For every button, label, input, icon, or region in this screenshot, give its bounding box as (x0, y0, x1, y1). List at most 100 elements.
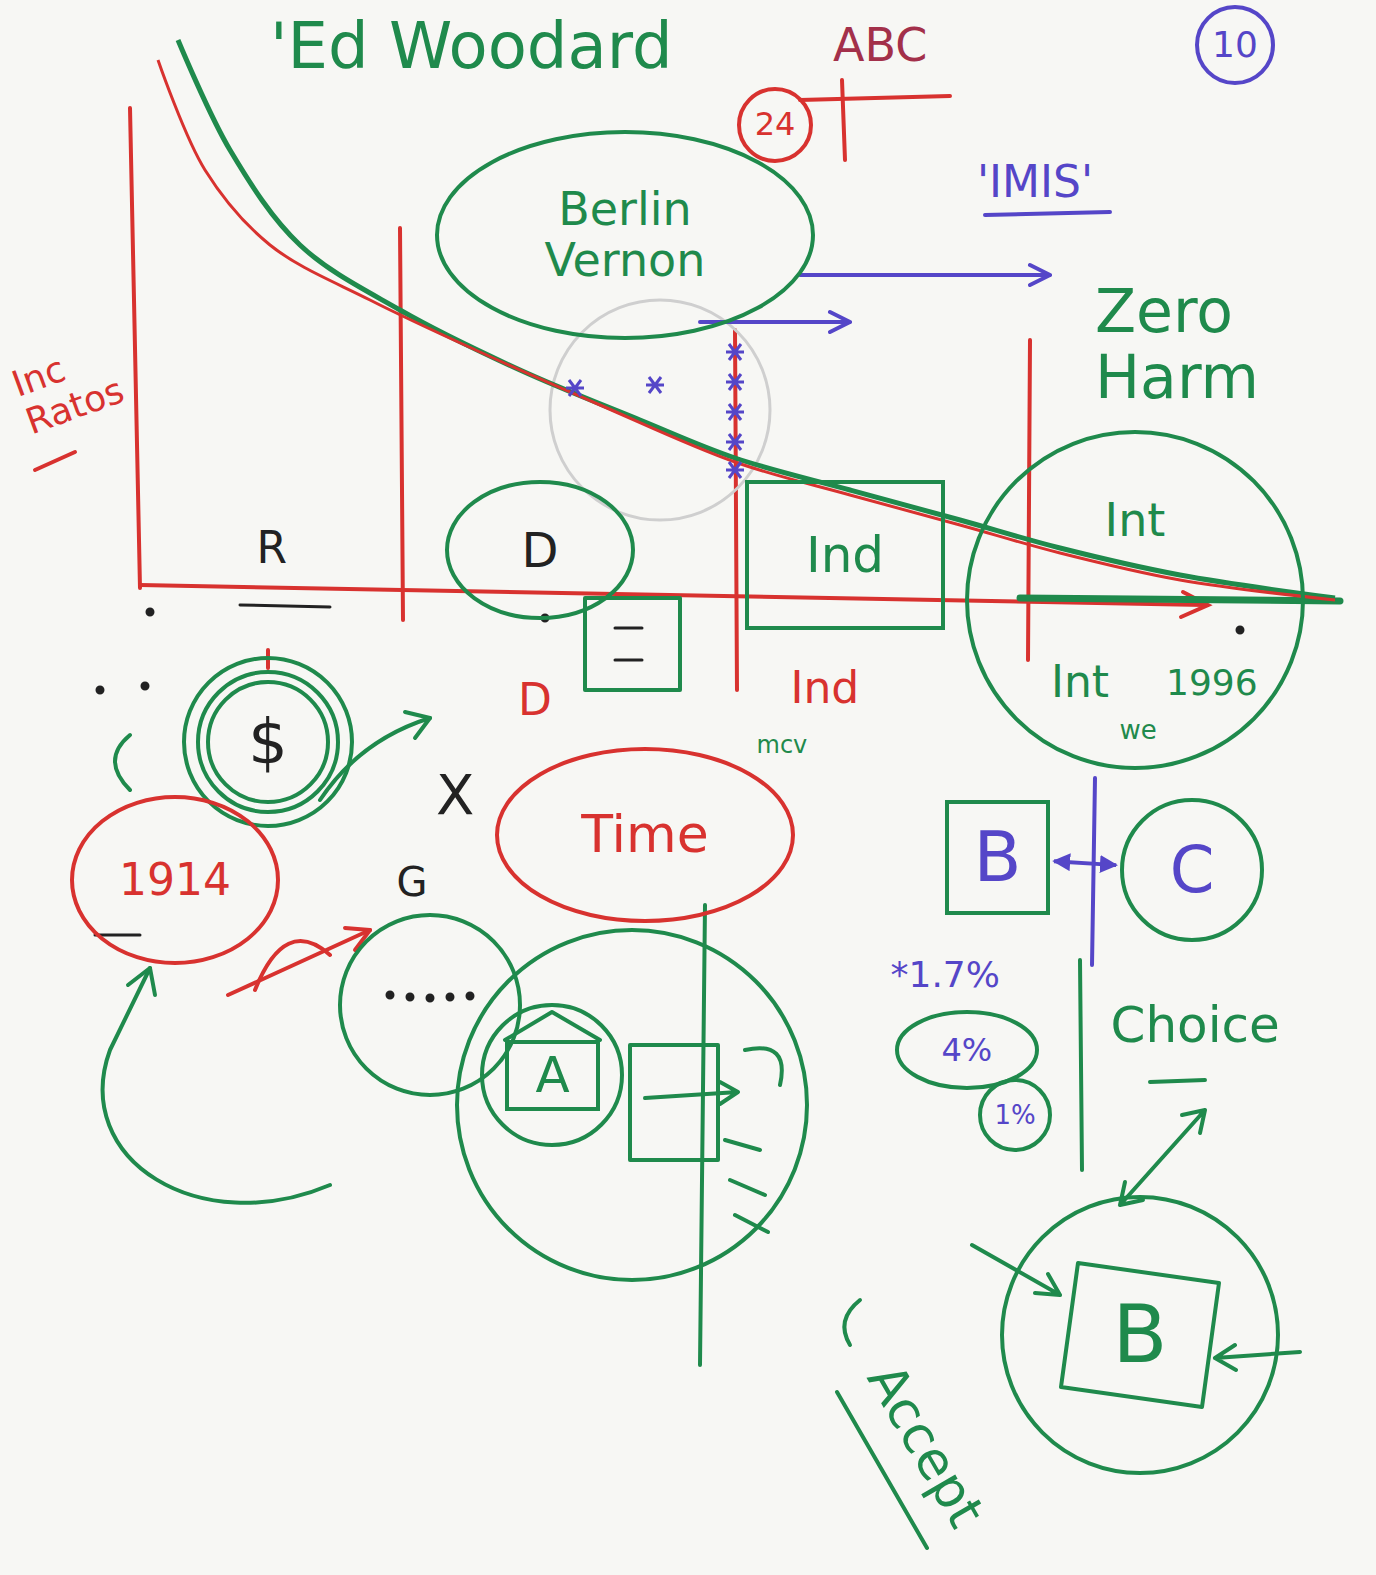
ratio-axes (800, 96, 950, 100)
node-outline (747, 482, 943, 628)
green-strokes (725, 1140, 768, 1232)
connectors (1054, 861, 1116, 865)
note: mcv (757, 732, 808, 758)
letter-box: B (945, 800, 1050, 915)
green-strokes (340, 915, 520, 1095)
money-circle: $ (196, 670, 340, 814)
green-strokes (645, 1082, 738, 1104)
green-strokes (1061, 1263, 1219, 1407)
cross-mark: X (436, 764, 474, 826)
green-strokes (103, 968, 330, 1203)
node-text: B (1113, 1291, 1168, 1379)
green-strokes (972, 1245, 1060, 1295)
page-number-circle: 10 (1195, 5, 1275, 85)
green-strokes (980, 1080, 1050, 1150)
stage-label: Ind (791, 664, 860, 712)
green-strokes (208, 682, 328, 802)
node-text: 10 (1212, 25, 1258, 65)
star-mark (726, 404, 744, 420)
year-ellipse: 1914 (70, 795, 280, 965)
green-strokes (405, 712, 430, 738)
black-marks (147, 609, 153, 615)
purple-strokes (985, 212, 1110, 215)
purple-strokes (800, 265, 1050, 285)
node-outline (447, 482, 633, 618)
ratio-axes (35, 452, 75, 470)
node-text: Berlin Vernon (515, 184, 735, 285)
black-marks (407, 994, 413, 1000)
percent-label: *1.7% (891, 955, 1000, 995)
star-mark (726, 344, 744, 360)
time-ellipse: Time (495, 747, 795, 923)
letter-box: A (505, 1040, 600, 1111)
green-strokes (1080, 960, 1082, 1170)
ratio-axes (35, 80, 1208, 995)
stage-label: D (518, 676, 552, 724)
node-text: Time (581, 806, 708, 863)
purple-strokes (1092, 778, 1095, 965)
name-ellipse: Berlin Vernon (435, 130, 815, 340)
green-strokes (103, 598, 1340, 1548)
node-outline (967, 432, 1303, 768)
green-strokes (897, 1012, 1037, 1088)
ratio-axes (1181, 592, 1208, 617)
green-strokes (505, 1012, 600, 1040)
green-strokes (1215, 1345, 1300, 1370)
star-mark (566, 380, 584, 396)
node-outline (198, 672, 338, 812)
percent-label: 1% (995, 1101, 1036, 1130)
initials: ABC (833, 20, 927, 71)
node-text: 24 (755, 107, 796, 142)
grey-circle (550, 300, 770, 520)
node-outline (1002, 1197, 1278, 1473)
axis-label: Inc Ratos (7, 329, 137, 441)
ratio-axes (255, 941, 330, 990)
node-text: Ind (806, 528, 884, 583)
black-marks (142, 683, 148, 689)
green-strokes (482, 1005, 622, 1145)
grey-circle (550, 300, 770, 520)
ratio-axes (130, 108, 140, 588)
note: Accept (856, 1354, 994, 1536)
connector (1054, 861, 1116, 865)
year-label: 1996 (1166, 663, 1258, 703)
node-text: Int (1105, 495, 1166, 546)
green-strokes (630, 1045, 718, 1160)
node-outline (1122, 800, 1262, 940)
purple-strokes (700, 212, 1110, 965)
title: 'Ed Woodard (270, 8, 673, 85)
node-outline (1197, 7, 1273, 83)
green-strokes (457, 930, 807, 1280)
node-outline (739, 89, 811, 161)
green-strokes (1020, 598, 1340, 601)
black-marks (95, 605, 1243, 1001)
stage-ellipse: D (445, 480, 635, 620)
green-strokes (844, 1300, 860, 1345)
letter-circle: B (1000, 1195, 1280, 1475)
green-strokes (1120, 1110, 1205, 1205)
star-marks (566, 344, 744, 478)
star-mark (726, 374, 744, 390)
note: we (1120, 716, 1157, 745)
star-mark (726, 462, 744, 478)
green-strokes (745, 1048, 782, 1085)
node-outline (507, 1042, 598, 1109)
stage-label: Int (1051, 658, 1109, 706)
green-strokes (585, 598, 680, 690)
node-outline (72, 797, 278, 963)
star-mark (726, 434, 744, 450)
black-marks (447, 994, 453, 1000)
node-outline (497, 749, 793, 921)
node-text: C (1170, 835, 1215, 905)
stage-label: R (257, 524, 288, 572)
green-strokes (128, 968, 155, 995)
ratio-axes (400, 228, 403, 620)
green-strokes (1150, 1080, 1205, 1082)
percent-label: 4% (942, 1033, 993, 1068)
stage-box: Ind (745, 480, 945, 630)
node-text: A (535, 1048, 569, 1103)
node-text: D (522, 524, 559, 577)
black-marks (387, 992, 393, 998)
black-marks (240, 605, 330, 607)
